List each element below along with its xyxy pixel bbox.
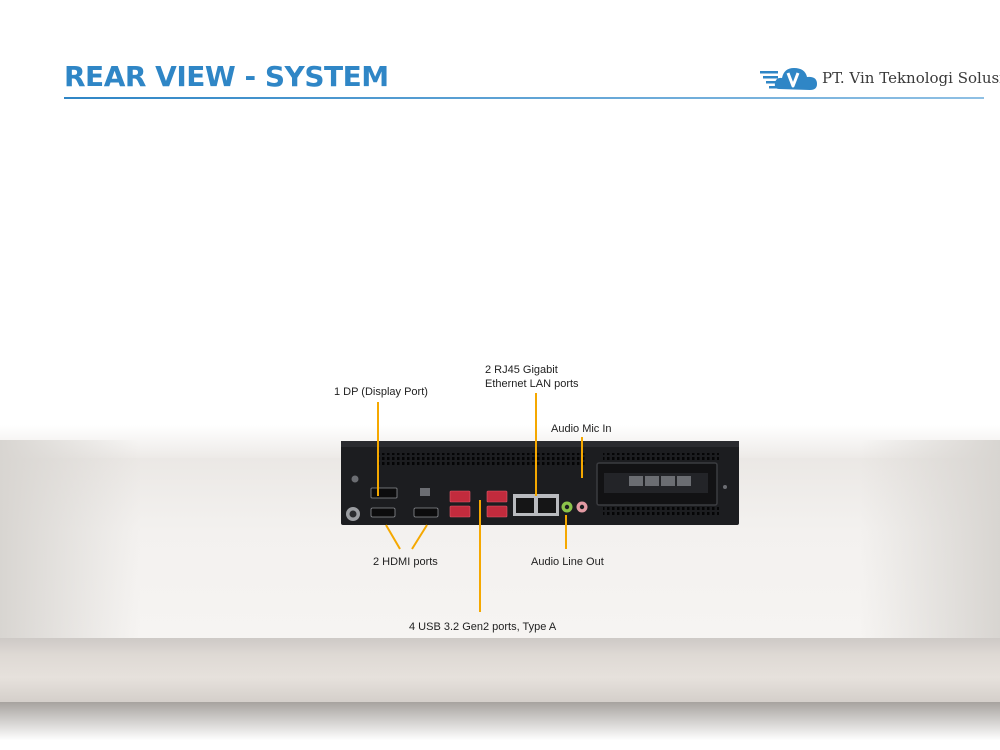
usb-port-4-icon <box>486 505 508 518</box>
floor-shadow <box>0 702 1000 750</box>
page-title: REAR VIEW - SYSTEM <box>64 60 389 93</box>
led-icon <box>420 488 430 496</box>
hdmi-port-1-icon <box>370 507 396 518</box>
callout-displayport: 1 DP (Display Port) <box>334 386 428 398</box>
system-rear-panel <box>341 441 739 525</box>
floor-side-shade-left <box>0 440 140 650</box>
callout-audio-mic-in: Audio Mic In <box>551 423 612 435</box>
callout-usb: 4 USB 3.2 Gen2 ports, Type A <box>409 621 557 633</box>
callout-rj45-line1: 2 RJ45 Gigabit <box>485 364 558 376</box>
hdmi-port-2-icon <box>413 507 439 518</box>
company-logo: PT. Vin Teknologi Solusi <box>760 58 1000 98</box>
rj45-port-2-icon <box>538 498 556 513</box>
usb-port-2-icon <box>449 505 471 518</box>
floor-front-edge <box>0 638 1000 704</box>
company-name: PT. Vin Teknologi Solusi <box>822 69 1000 87</box>
callout-hdmi: 2 HDMI ports <box>373 556 438 568</box>
cloud-v-logo-icon <box>760 68 817 90</box>
vent-grille <box>377 453 587 467</box>
title-underline <box>64 97 984 99</box>
floor-side-shade-right <box>860 440 1000 650</box>
usb-port-1-icon <box>449 490 471 503</box>
usb-port-3-icon <box>486 490 508 503</box>
rj45-port-1-icon <box>516 498 534 513</box>
screw-icon <box>351 475 359 483</box>
callout-audio-line-out: Audio Line Out <box>531 556 604 568</box>
callout-rj45-line2: Ethernet LAN ports <box>485 378 579 390</box>
displayport-port-icon <box>370 487 398 499</box>
